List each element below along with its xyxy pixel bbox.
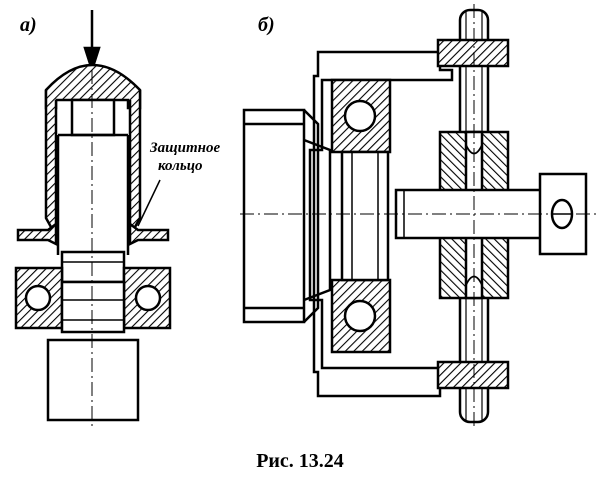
housing-b [308,50,454,398]
ball-a-left [24,284,52,312]
housing-left-wall [44,90,58,241]
shaft-a-lower [46,338,140,422]
view-b-label: б) [258,14,275,36]
domed-cap [44,63,142,110]
protective-ring-label-line1: Защитное [150,140,221,156]
shaft-a-upper [60,250,126,284]
ring-leader [137,179,161,227]
view-a-label: а) [20,14,37,36]
cap-bore [70,98,116,137]
pulley [242,108,306,324]
ball-b-bottom [343,299,377,333]
view-b-assembly [240,4,596,430]
protective-ring-label-line2: кольцо [158,158,203,174]
view-a-assembly [14,10,172,428]
figure-caption: Рис. 13.24 [256,450,344,472]
bearing-sleeve [340,150,390,282]
ball-b-top [343,99,377,133]
bracket-bottom [436,360,510,390]
protective-ring [16,221,58,247]
load-arrowhead [83,46,101,75]
bracket-top [436,38,510,68]
ball-a-right [134,284,162,312]
housing-right-wall [128,90,142,241]
